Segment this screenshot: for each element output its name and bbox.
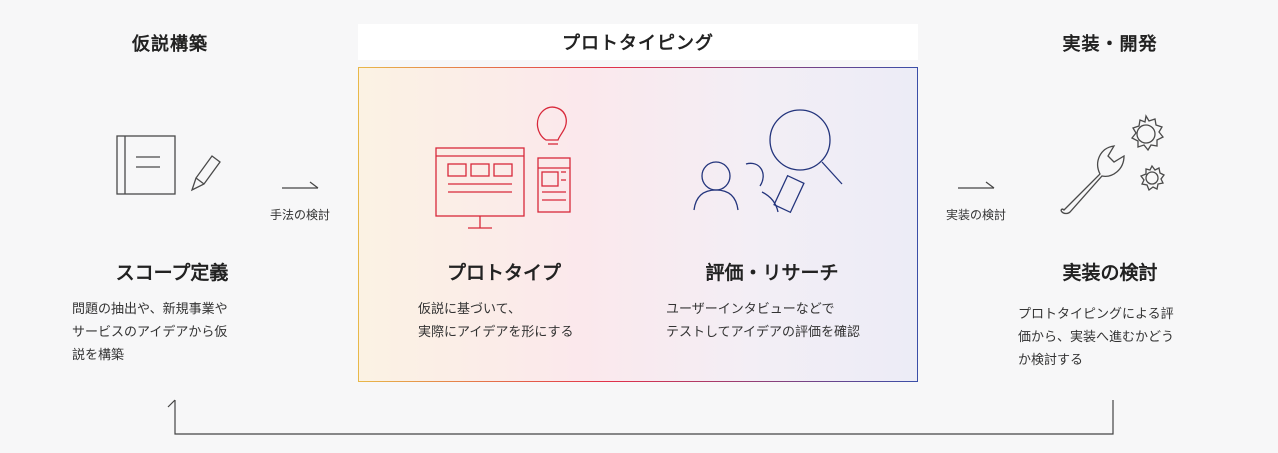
desc-line: 仮説に基づいて、	[418, 302, 521, 317]
step-title-prototype: プロトタイプ	[446, 262, 561, 284]
desc-line: 実際にアイデアを形にする	[418, 325, 574, 340]
desc-line: 価から、実装へ進むかどう	[1018, 330, 1175, 345]
desc-line: か検討する	[1018, 353, 1084, 368]
desc-line: プロトタイピングによる評	[1018, 307, 1174, 322]
step-desc-research: ユーザーインタビューなどで テストしてアイデアの評価を確認	[666, 298, 896, 344]
arrow-right-icon-1	[282, 181, 319, 189]
phase-label-prototyping: プロトタイピング	[562, 33, 714, 54]
transition-label-implementation: 実装の検討	[945, 208, 1006, 222]
step-desc-prototype: 仮説に基づいて、 実際にアイデアを形にする	[418, 298, 618, 344]
wrench-gears-icon	[1060, 114, 1165, 215]
arrow-right-icon-2	[958, 181, 995, 189]
notebook-pencil-icon	[116, 135, 221, 195]
desc-line: 問題の抽出や、新規事業や	[72, 302, 228, 317]
devices-lightbulb-icon	[435, 106, 571, 229]
desc-line: 説を構築	[72, 348, 125, 363]
step-desc-implementation: プロトタイピングによる評 価から、実装へ進むかどう か検討する	[1018, 303, 1198, 372]
prototyping-region	[358, 67, 918, 382]
step-title-implementation: 実装の検討	[1062, 262, 1158, 284]
desc-line: ユーザーインタビューなどで	[666, 302, 835, 317]
phase-label-hypothesis: 仮説構築	[132, 34, 208, 55]
step-title-research: 評価・リサーチ	[705, 262, 839, 284]
phase-label-implementation: 実装・開発	[1062, 34, 1158, 55]
desc-line: テストしてアイデアの評価を確認	[666, 325, 860, 340]
transition-label-method: 手法の検討	[269, 208, 330, 222]
phase-header-prototyping: プロトタイピング	[358, 24, 918, 60]
step-title-scope: スコープ定義	[115, 262, 229, 284]
desc-line: サービスのアイデアから仮	[72, 325, 228, 340]
step-desc-scope: 問題の抽出や、新規事業や サービスのアイデアから仮 説を構築	[72, 298, 272, 367]
users-magnifier-icon	[693, 109, 843, 214]
